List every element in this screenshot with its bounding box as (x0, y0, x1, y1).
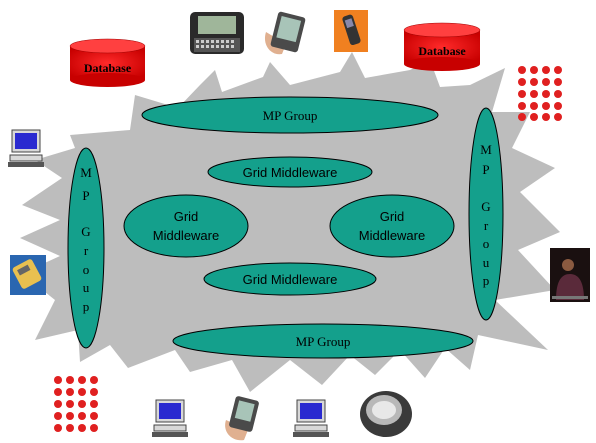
palm-pda-icon (225, 396, 259, 441)
database-right-icon: Database (403, 22, 481, 71)
network-cloud (20, 52, 560, 392)
grid-middleware-right: Grid Middleware (329, 194, 455, 258)
desktop-computer-icon (8, 129, 44, 167)
mp-group-top: MP Group (141, 96, 439, 134)
database-left-icon: Database (69, 38, 146, 87)
mp-group-left-letter: u (83, 280, 90, 295)
mp-group-left-letter: G (81, 224, 90, 239)
dot-grid-icon-top-right (518, 66, 562, 121)
grid-middleware-right-line: Middleware (359, 228, 425, 243)
mp-group-left-letter: p (83, 299, 90, 314)
mobile-phone-icon (334, 10, 368, 52)
grid-middleware-top: Grid Middleware (207, 156, 373, 188)
desktop-computer-icon (152, 399, 188, 437)
mp-group-right-letter: P (482, 162, 489, 177)
mp-group-left-letter: P (82, 188, 89, 203)
grid-middleware-right-line: Grid (380, 209, 405, 224)
mp-group-right-letter: u (483, 255, 490, 270)
dot-grid-icon-bottom-left (54, 376, 98, 432)
person-photo-icon (550, 248, 590, 302)
mp-group-right-letter: M (480, 142, 492, 157)
database-left-label: Database (84, 61, 132, 75)
desktop-computer-icon (293, 399, 329, 437)
mp-group-right-letter: p (483, 273, 490, 288)
grid-middleware-left-line: Grid (174, 209, 199, 224)
phone-handset-icon (10, 255, 46, 295)
mp-group-bottom: MP Group (172, 323, 474, 359)
mp-group-left-letter: M (80, 165, 92, 180)
mp-group-right-letter: r (484, 218, 489, 233)
grid-middleware-left-line: Middleware (153, 228, 219, 243)
mp-group-left-letter: r (84, 243, 89, 258)
mp-group-right: M P G r o u p (468, 107, 504, 321)
ring-device-icon (354, 384, 420, 442)
mp-group-left-letter: o (83, 262, 90, 277)
grid-middleware-left: Grid Middleware (123, 194, 249, 258)
grid-middleware-bottom: Grid Middleware (203, 262, 377, 296)
mp-group-right-letter: o (483, 236, 490, 251)
mp-group-left: M P G r o u p (67, 147, 105, 349)
mp-group-top-label: MP Group (263, 108, 318, 123)
grid-middleware-top-label: Grid Middleware (243, 165, 338, 180)
mp-group-bottom-label: MP Group (296, 334, 351, 349)
palm-pda-icon (262, 11, 306, 56)
grid-middleware-bottom-label: Grid Middleware (243, 272, 338, 287)
database-right-label: Database (418, 44, 466, 58)
pda-keyboard-icon (190, 12, 244, 54)
mp-group-right-letter: G (481, 199, 490, 214)
